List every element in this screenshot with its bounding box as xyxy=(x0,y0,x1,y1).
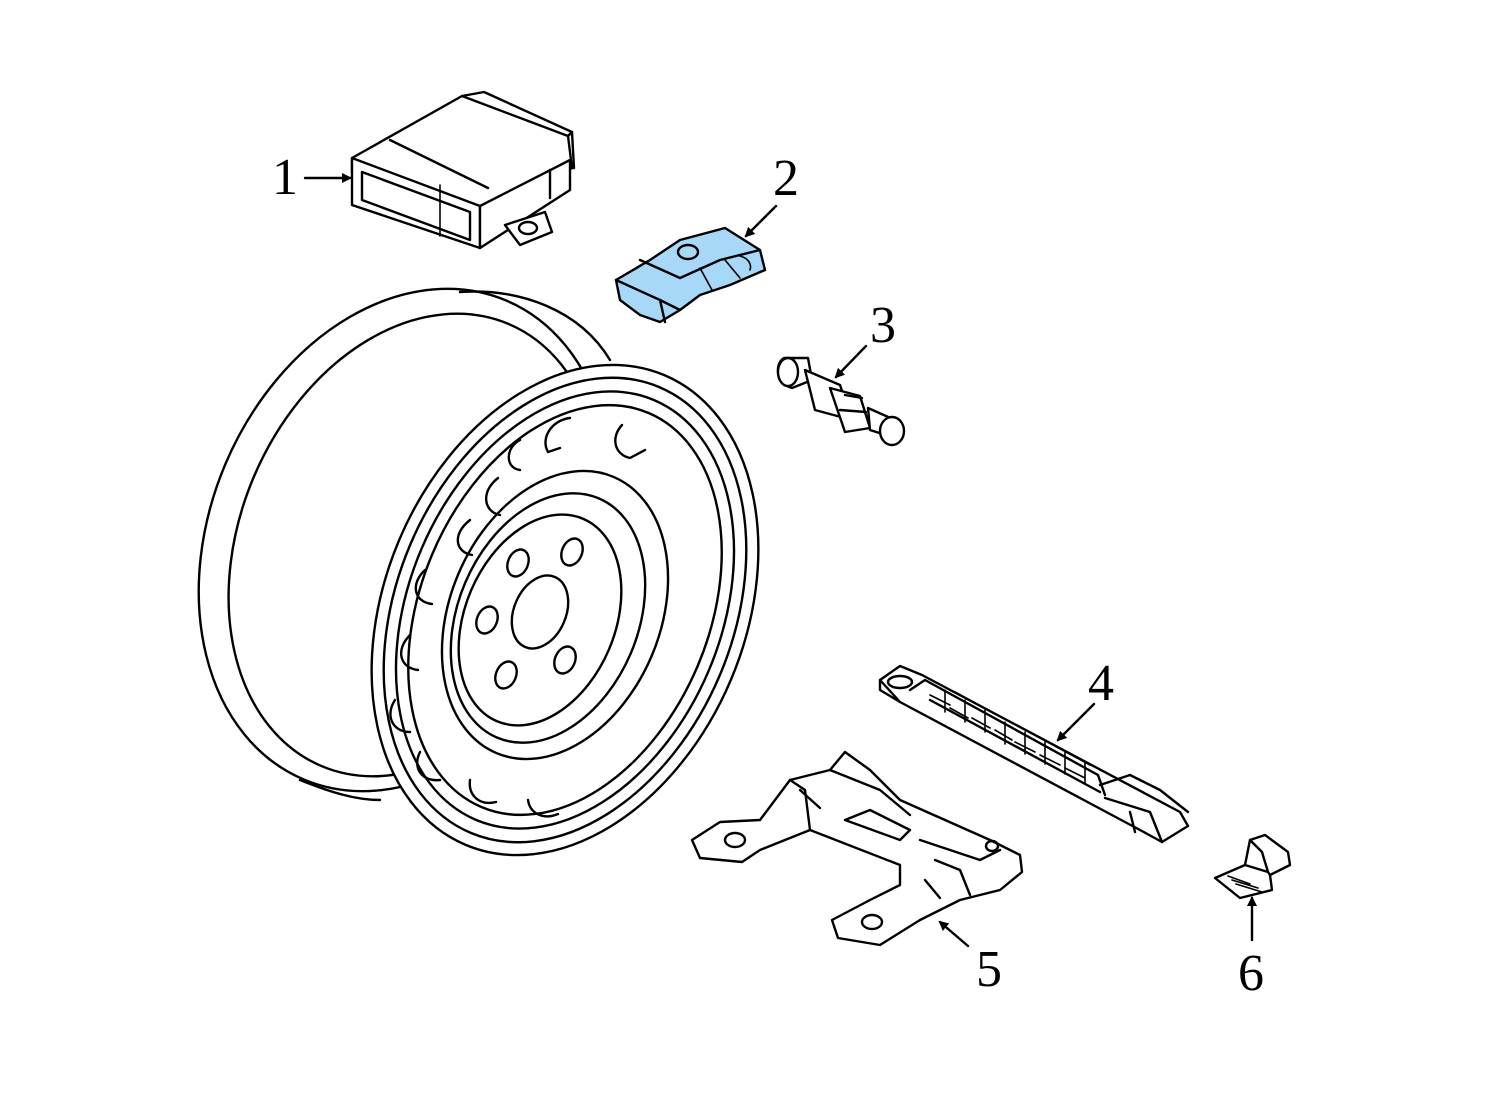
callout-3: 3 xyxy=(870,297,896,354)
leader-4 xyxy=(1056,702,1096,742)
part-4-spare-tool[interactable] xyxy=(878,664,1190,844)
callout-1: 1 xyxy=(272,149,298,206)
part-2-tire-pressure-sensor[interactable] xyxy=(614,226,767,324)
leader-lines xyxy=(303,173,1257,948)
part-5-mounting-bracket[interactable] xyxy=(690,750,1024,947)
callout-4: 4 xyxy=(1088,655,1114,712)
callout-2: 2 xyxy=(773,150,799,207)
leader-2 xyxy=(744,204,778,238)
callout-6: 6 xyxy=(1238,945,1264,1002)
steel-wheel[interactable] xyxy=(124,224,830,915)
leader-3 xyxy=(834,344,868,379)
callout-5: 5 xyxy=(976,941,1002,998)
part-3-valve-stem[interactable] xyxy=(776,356,906,447)
part-6-clip[interactable] xyxy=(1213,833,1292,900)
part-1-control-module[interactable] xyxy=(350,90,576,250)
leader-5 xyxy=(938,920,970,948)
